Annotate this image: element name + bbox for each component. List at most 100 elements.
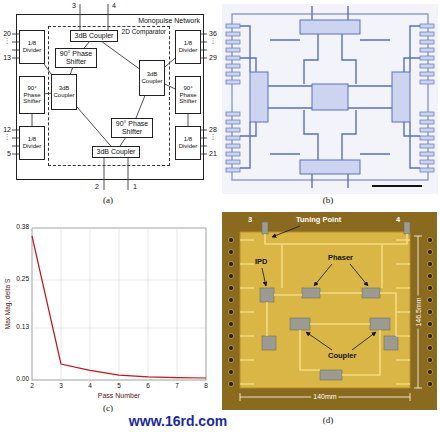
connector-hole [228, 249, 233, 254]
connector-hole [228, 333, 233, 338]
panel-label: (d) [323, 416, 334, 425]
tick-label: 0.25 [16, 276, 29, 283]
feed-line [240, 263, 254, 264]
feed-lines [240, 240, 410, 384]
signal-wire [77, 107, 111, 146]
signal-wire [136, 96, 145, 118]
node-text: 90° Phase Shifter [112, 120, 152, 136]
node-text: 90° Phase Shifter [176, 85, 200, 106]
feed-line [240, 383, 254, 384]
ellipsis: ⋮ [210, 134, 217, 141]
feed-line [240, 287, 254, 288]
signal-wire [165, 84, 175, 89]
tick-label: 3 [59, 383, 63, 390]
port-stub [420, 40, 434, 44]
axis-title: Max Mag. delta S [5, 279, 12, 330]
port-stub [226, 120, 240, 124]
port-stub [226, 48, 240, 52]
connector-hole [228, 381, 233, 386]
connector-hole [228, 345, 233, 350]
tick-label: 0.13 [16, 324, 29, 331]
connector-hole [427, 321, 432, 326]
signal-wire [165, 58, 175, 67]
port-wires [12, 4, 207, 190]
port-stub [226, 24, 240, 28]
port-stub [226, 128, 240, 132]
port-number: 36 [209, 30, 217, 37]
connector-hole [228, 321, 233, 326]
connector-hole [228, 261, 233, 266]
port-number: 5 [7, 150, 11, 157]
node-text: 90° Phase Shifter [56, 50, 96, 66]
panel-label: (a) [103, 196, 113, 205]
connector-hole [427, 357, 432, 362]
grid-line [61, 228, 62, 380]
callout-label: IPD [255, 258, 268, 266]
port-number: 1 [133, 183, 137, 190]
port-stub [420, 64, 434, 68]
node-text: 90° Phase Shifter [20, 85, 44, 106]
pcb-photo [222, 212, 437, 410]
node-text: 3dB Coupler [140, 71, 164, 85]
tick-label: 7 [175, 383, 179, 390]
callout-label: Phaser [328, 254, 353, 262]
tick-label: 2 [30, 383, 34, 390]
node-text: Monopulse Network [138, 17, 200, 24]
port-stub [226, 152, 240, 156]
ellipsis: ⋮ [4, 38, 11, 45]
port-stub [420, 128, 434, 132]
divider-box: 1/8 Divider [175, 126, 201, 160]
connector-hole [228, 357, 233, 362]
signal-wire [188, 114, 189, 126]
connector-hole [427, 333, 432, 338]
feed-line [240, 239, 254, 240]
chart-grid [32, 228, 206, 380]
port-stub [420, 32, 434, 36]
port-stub [420, 72, 434, 76]
node-text: 1/8 Divider [176, 40, 200, 54]
axis-title: Pass Number [98, 392, 140, 399]
connector-hole [228, 369, 233, 374]
node-text: 1/8 Divider [20, 40, 44, 54]
port-number: 29 [209, 54, 217, 61]
coupler-box: 3dB Coupler [70, 30, 118, 42]
ellipsis: ⋮ [210, 38, 217, 45]
connector-hole [228, 285, 233, 290]
phase-shifter-box: 90° Phase Shifter [175, 76, 201, 114]
feed-line [396, 263, 410, 264]
port-stub [420, 80, 434, 84]
feed-line [396, 311, 410, 312]
port-stub [420, 168, 434, 172]
network-outline: Monopulse Network 2D Comparator 3dB Couple… [16, 14, 204, 180]
tick-label: 0.00 [16, 376, 29, 383]
grid-line [177, 228, 178, 380]
port-stub [420, 48, 434, 52]
node-text: 3dB Coupler [75, 32, 114, 40]
signal-wire [102, 42, 139, 69]
phase-shifter-box: 90° Phase Shifter [55, 48, 97, 68]
node-text: 3dB Coupler [97, 148, 136, 156]
port-stub [226, 40, 240, 44]
port-number: 13 [3, 54, 11, 61]
comparator-outline: 2D Comparator 3dB Coupler 90° Phase Shifte… [48, 26, 170, 166]
feed-line [396, 383, 410, 384]
divider-box: 1/8 Divider [19, 126, 45, 160]
connector-hole [427, 261, 432, 266]
tick-label: 6 [146, 383, 150, 390]
port-stub [226, 64, 240, 68]
port-stubs [226, 24, 434, 172]
callout-label: Tuning Point [296, 216, 341, 224]
feed-line [396, 239, 410, 240]
grid-line [119, 228, 120, 380]
node-text: 1/8 Divider [176, 136, 200, 150]
node-text: 2D Comparator [122, 29, 166, 36]
ellipsis: ⋮ [4, 134, 11, 141]
connector-holes [228, 237, 432, 386]
panel-label: (c) [103, 404, 113, 413]
connector-hole [427, 345, 432, 350]
port-stub [226, 32, 240, 36]
port-stub [226, 72, 240, 76]
feed-line [396, 287, 410, 288]
port-stub [420, 120, 434, 124]
phase-shifter-box: 90° Phase Shifter [19, 76, 45, 114]
